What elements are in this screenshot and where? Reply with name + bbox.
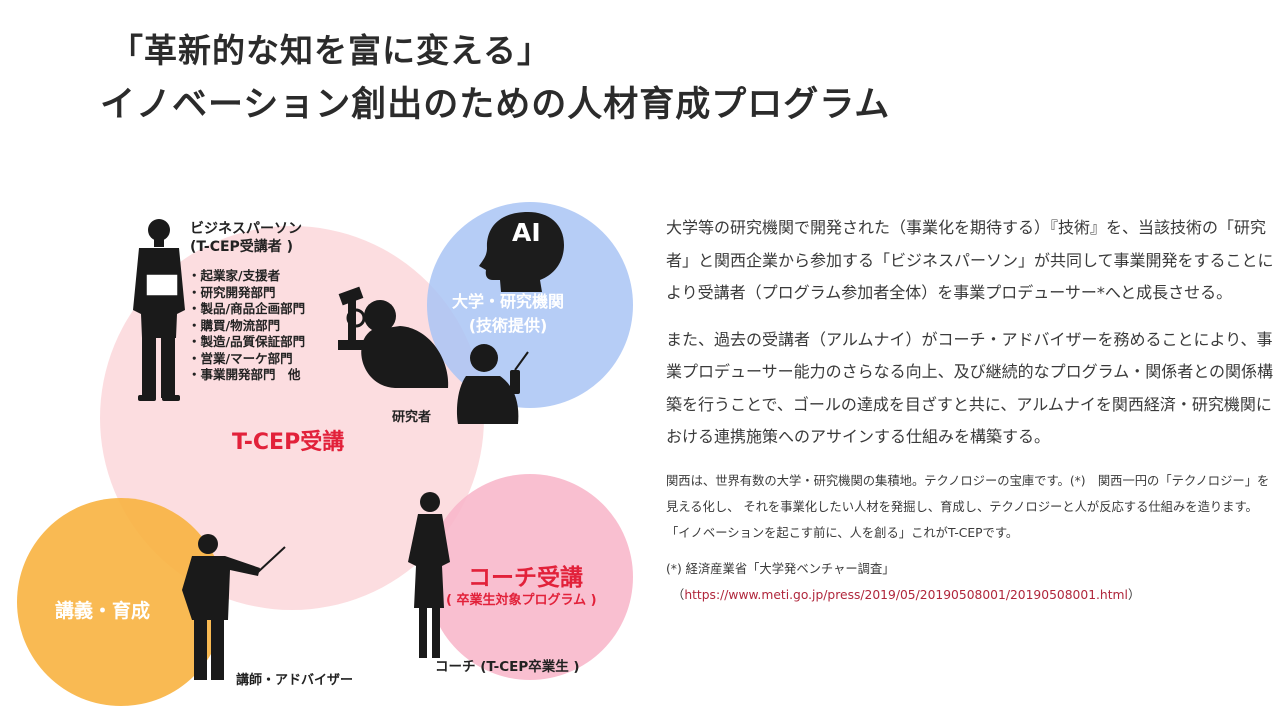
researcher-icon bbox=[338, 286, 449, 388]
title-tagline: 「革新的な知を富に変える」 bbox=[110, 31, 552, 70]
business-role-item: 営業/マーケ部門 bbox=[188, 351, 305, 368]
coach-circle bbox=[427, 474, 633, 680]
ai-label: AI bbox=[512, 218, 541, 247]
diagram-graphics bbox=[17, 202, 633, 706]
university-title: 大学・研究機関 bbox=[452, 292, 565, 311]
source-note: (*) 経済産業省「大学発ベンチャー調査」 （https://www.meti.… bbox=[666, 556, 1280, 608]
business-person-subtitle: (T-CEP受講者 ) bbox=[190, 239, 294, 255]
coach-woman-icon bbox=[408, 492, 450, 658]
source-url-line: （https://www.meti.go.jp/press/2019/05/20… bbox=[666, 582, 1280, 608]
researcher-label: 研究者 bbox=[392, 410, 432, 425]
tcep-label: T-CEP受講 bbox=[232, 430, 345, 455]
business-role-item: 購買/物流部門 bbox=[188, 318, 305, 335]
business-role-item: 起業家/支援者 bbox=[188, 268, 305, 285]
ai-head-icon bbox=[479, 212, 564, 292]
university-label: 大学・研究機関 (技術提供) bbox=[452, 290, 564, 338]
source-note-label: (*) 経済産業省「大学発ベンチャー調査」 bbox=[666, 561, 895, 576]
page-title: 「革新的な知を富に変える」 イノベーション創出のための人材育成プログラム bbox=[100, 28, 890, 130]
business-person-label: ビジネスパーソン (T-CEP受講者 ) bbox=[190, 220, 302, 256]
business-role-item: 製品/商品企画部門 bbox=[188, 301, 306, 318]
business-person-icon bbox=[133, 219, 185, 401]
business-person-title: ビジネスパーソン bbox=[190, 221, 302, 237]
url-open-paren: （ bbox=[672, 587, 685, 602]
scientist-icon bbox=[456, 344, 529, 424]
teacher-icon bbox=[182, 534, 286, 680]
business-roles-list: 起業家/支援者 研究開発部門 製品/商品企画部門 購買/物流部門 製造/品質保証… bbox=[188, 268, 306, 384]
university-subtitle: (技術提供) bbox=[468, 316, 548, 335]
teacher-label: 講師・アドバイザー bbox=[236, 673, 354, 688]
program-diagram: ビジネスパーソン (T-CEP受講者 ) 起業家/支援者 研究開発部門 製品/商… bbox=[0, 190, 660, 720]
business-role-item: 製造/品質保証部門 bbox=[188, 334, 306, 351]
title-program-name: イノベーション創出のための人材育成プログラム bbox=[100, 85, 891, 125]
lecture-label: 講義・育成 bbox=[55, 600, 151, 622]
kansai-paragraph: 関西は、世界有数の大学・研究機関の集積地。テクノロジーの宝庫です。(*) 関西一… bbox=[666, 473, 1270, 540]
lecture-circle bbox=[17, 498, 225, 706]
alumni-paragraph: また、過去の受講者（アルムナイ）がコーチ・アドバイザーを務めることにより、事業プ… bbox=[666, 329, 1274, 447]
coach-course-label: コーチ受講 bbox=[468, 565, 583, 591]
coach-label: コーチ (T-CEP卒業生 ) bbox=[435, 659, 580, 675]
url-close-paren: ） bbox=[1127, 587, 1141, 602]
intro-paragraph: 大学等の研究機関で開発された（事業化を期待する）『技術』を、当該技術の「研究者」… bbox=[666, 218, 1274, 302]
business-role-item: 事業開発部門 他 bbox=[188, 367, 305, 384]
business-role-item: 研究開発部門 bbox=[188, 285, 305, 302]
coach-course-sublabel: ( 卒業生対象プログラム ) bbox=[446, 593, 597, 608]
description-column: 大学等の研究機関で開発された（事業化を期待する）『技術』を、当該技術の「研究者」… bbox=[666, 212, 1280, 608]
source-link[interactable]: https://www.meti.go.jp/press/2019/05/201… bbox=[684, 587, 1128, 602]
